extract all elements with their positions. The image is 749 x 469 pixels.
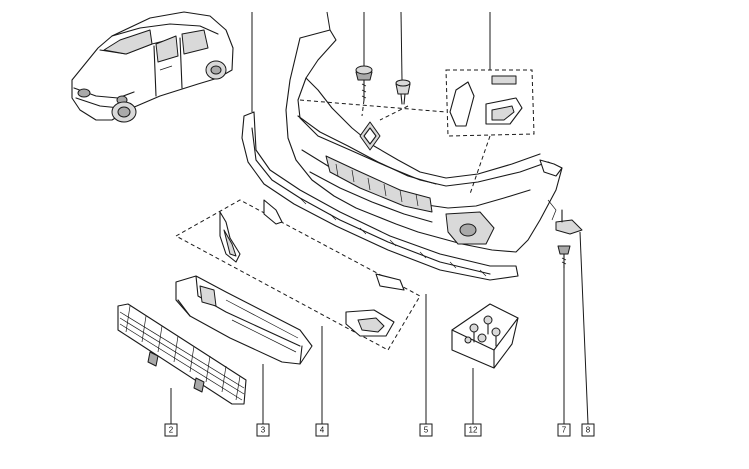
bumper-support-bracket: [175, 275, 313, 365]
side-screw: [557, 245, 571, 269]
mesh-grille: [117, 303, 247, 405]
callout-3: 3: [256, 423, 270, 437]
callout-4-label: 4: [320, 426, 325, 435]
reflector-group: [174, 199, 421, 351]
car-thumbnail: [71, 11, 234, 123]
callout-3-label: 3: [261, 426, 266, 435]
clip-fastener: [395, 79, 411, 105]
callout-7-label: 7: [562, 426, 567, 435]
callout-8-label: 8: [586, 426, 591, 435]
side-mount-bracket: [555, 209, 583, 235]
callout-12: 12: [464, 423, 482, 437]
callout-7: 7: [557, 423, 571, 437]
callout-12-label: 12: [469, 426, 478, 435]
front-bumper-shell: [285, 29, 563, 253]
callout-8: 8: [581, 423, 595, 437]
callout-2-label: 2: [169, 426, 174, 435]
washer-cover-group: [299, 69, 535, 195]
callout-5-label: 5: [424, 426, 429, 435]
fastener-kit-box: [451, 303, 519, 369]
leader-lines: [170, 11, 589, 425]
bolt-top: [355, 65, 373, 101]
callout-4: 4: [315, 423, 329, 437]
callout-2: 2: [164, 423, 178, 437]
callout-5: 5: [419, 423, 433, 437]
lower-spoiler-strip: [241, 111, 519, 281]
